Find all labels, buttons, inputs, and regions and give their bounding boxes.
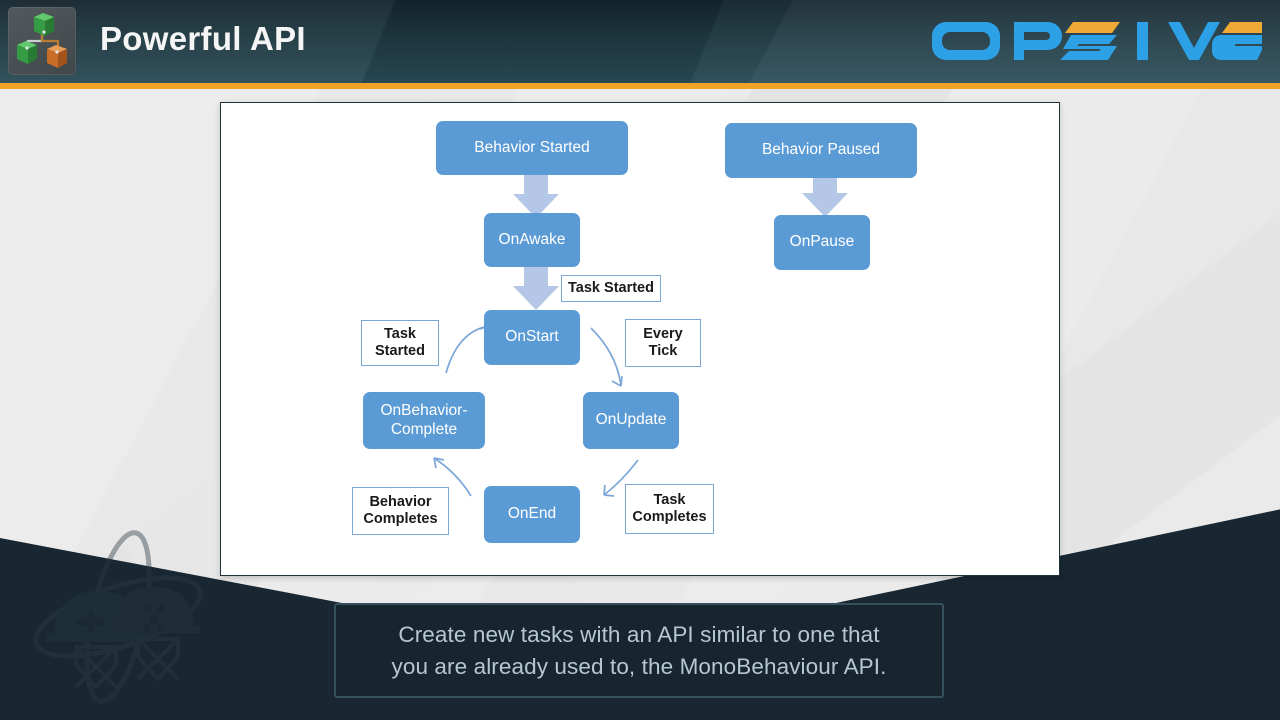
node-on-start[interactable]: OnStart [484,310,580,365]
node-on-end[interactable]: OnEnd [484,486,580,543]
node-on-update[interactable]: OnUpdate [583,392,679,449]
note-task-started-left: Task Started [361,320,439,366]
page-title: Powerful API [100,20,306,57]
node-on-behavior-complete[interactable]: OnBehavior- Complete [363,392,485,449]
node-on-awake[interactable]: OnAwake [484,213,580,267]
node-behavior-started[interactable]: Behavior Started [436,121,628,175]
opsive-hat-orbit-watermark-icon [33,530,203,704]
behavior-tree-node-icon [8,7,76,75]
curve-arrow-group [433,325,639,497]
caption-line-1: Create new tasks with an API similar to … [398,621,880,647]
diagram-panel: Behavior Started Behavior Paused OnAwake… [220,102,1060,576]
caption-box: Create new tasks with an API similar to … [334,603,944,698]
caption-line-2: you are already used to, the MonoBehavio… [391,653,887,679]
note-every-tick: Every Tick [625,319,701,367]
header-accent-rule [0,83,1280,89]
note-task-started-top: Task Started [561,275,661,302]
node-behavior-paused[interactable]: Behavior Paused [725,123,917,178]
note-behavior-completes: Behavior Completes [352,487,449,535]
note-task-completes: Task Completes [625,484,714,534]
block-arrow-group [513,170,848,310]
caption-text: Create new tasks with an API similar to … [391,619,886,683]
diagram-connectors [433,170,848,497]
node-on-pause[interactable]: OnPause [774,215,870,270]
header-bar: Powerful API [0,0,1280,83]
opsive-brand-logo [932,22,1262,60]
